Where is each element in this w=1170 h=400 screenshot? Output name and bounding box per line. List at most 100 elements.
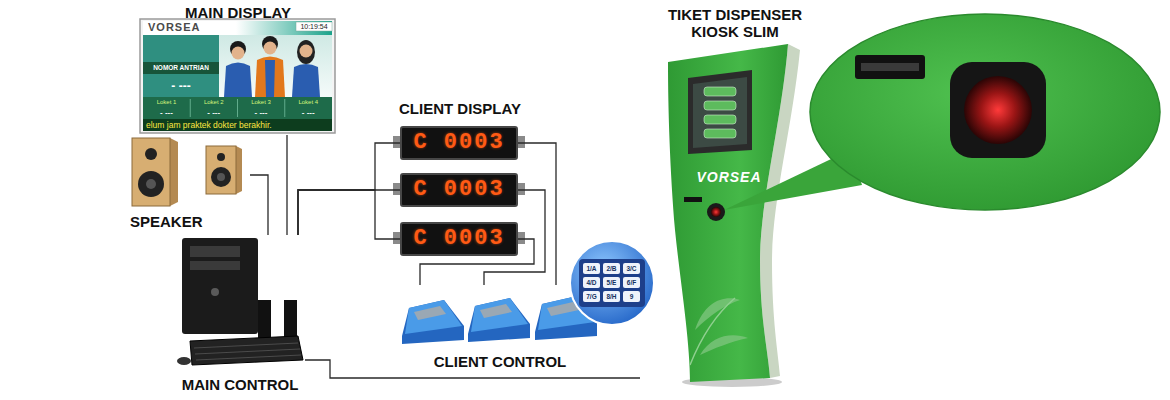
header-stripes [236, 21, 332, 35]
scanner-zoom [950, 62, 1046, 158]
label-slot: 10:19:54 [296, 22, 332, 31]
counter-divider [190, 99, 191, 117]
label-slot: 3/C [623, 263, 640, 274]
node-logo: VORSEA [696, 169, 761, 185]
power-button [211, 288, 219, 296]
node-title: MAIN DISPLAY [185, 4, 291, 21]
label-slot: Loket 4 [285, 98, 332, 107]
key-label: 2/B [603, 263, 620, 274]
key [623, 277, 640, 288]
key-label: 7/G [583, 291, 600, 302]
counter-divider [237, 99, 238, 117]
keyboard [190, 336, 303, 365]
label-slot: - --- [143, 79, 219, 93]
speaker-woofer [138, 171, 164, 197]
keypad-screen [547, 302, 579, 316]
kiosk-screen-bezel [688, 70, 752, 154]
node-title: TIKET DISPENSER KIOSK SLIM [660, 6, 810, 41]
node-title: C 0003 [413, 228, 504, 250]
keypad-zoom-bubble [570, 241, 654, 325]
node-title: MAIN CONTROL [182, 376, 299, 393]
node-title: CLIENT DISPLAY [399, 100, 521, 117]
person-face [300, 45, 313, 58]
ticket-slot-zoom [855, 55, 925, 79]
display-cap [393, 183, 400, 195]
wire-connector [298, 190, 400, 239]
label-slot: 7/G [583, 291, 600, 302]
display-cap [393, 136, 400, 148]
person-vest [255, 57, 285, 98]
label-slot: - --- [285, 107, 332, 118]
label-slot: elum jam praktek dokter berakhir. [146, 119, 331, 131]
speaker-tweeter [217, 153, 225, 161]
keypad-base [402, 300, 464, 344]
speaker-tweeter [145, 148, 157, 160]
mouse [177, 357, 191, 365]
main-control-pc: MAIN CONTROL [175, 235, 305, 395]
label-slot: 2/B [603, 263, 620, 274]
label-slot: Loket 3 [238, 98, 285, 107]
queue-strip [143, 62, 219, 74]
label-slot: Loket 2 [190, 98, 237, 107]
client-control-group: CLIENT CONTROL [395, 285, 605, 372]
callout-bubble [810, 14, 1160, 210]
node-title: SPEAKER [130, 213, 203, 230]
speaker-side [170, 138, 178, 206]
person-hair [297, 40, 315, 64]
counter-number: - --- [190, 107, 237, 118]
leaf-decoration [695, 298, 740, 330]
speaker-cabinet [132, 138, 170, 206]
person-face [264, 42, 277, 55]
clock-box [296, 22, 332, 31]
speaker-unit: SPEAKER [128, 135, 250, 232]
scanner-light [711, 207, 721, 217]
label-slot: NOMOR ANTRIAN [143, 62, 219, 74]
label-slot: 8/H [603, 291, 620, 302]
kiosk-screen [693, 77, 747, 148]
screen-header [143, 21, 332, 35]
keypad-top [471, 298, 528, 332]
key-row [196, 355, 301, 360]
key [603, 291, 620, 302]
key-label: 6/F [623, 277, 640, 288]
counter-row [143, 97, 332, 119]
monitor-frame [140, 19, 335, 133]
screen-clock: 10:19:54 [296, 22, 332, 31]
key-label: 4/D [583, 277, 600, 288]
kiosk-button [704, 87, 736, 96]
kiosk-button [704, 115, 736, 124]
ticket-kiosk: TIKET DISPENSER KIOSK SLIM VORSEA [640, 4, 830, 392]
ticker-bar [143, 119, 332, 131]
key [623, 291, 640, 302]
counter-name: Loket 1 [143, 98, 190, 107]
person-shirt [292, 64, 320, 97]
ticket-slot [684, 197, 702, 202]
key-label: 9 [623, 291, 640, 302]
display-cap [518, 136, 525, 148]
speaker-cone [217, 173, 225, 181]
wire-connector [298, 190, 400, 235]
led-display: C 0003 [400, 126, 518, 160]
label-slot: VORSEA [148, 21, 228, 34]
speaker-woofer [211, 167, 231, 187]
key [623, 263, 640, 274]
label-slot: 1/A [583, 263, 600, 274]
keypad-screen [480, 304, 512, 318]
key [583, 263, 600, 274]
key [603, 263, 620, 274]
counter-name: Loket 3 [238, 98, 285, 107]
drive-bay [190, 261, 240, 270]
ticker-text: elum jam praktek dokter berakhir. [146, 119, 331, 131]
pc-tower [182, 238, 258, 334]
keypad-top [405, 300, 462, 334]
counter-number: - --- [143, 107, 190, 118]
key [583, 277, 600, 288]
barcode-scanner [707, 203, 725, 221]
ticket-slot-inner [861, 63, 919, 71]
pc-speaker [258, 300, 271, 338]
person-shirt [224, 63, 252, 98]
keypad-screen [414, 306, 446, 320]
